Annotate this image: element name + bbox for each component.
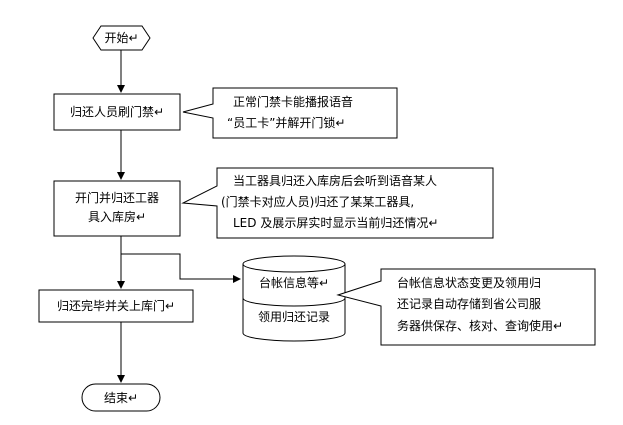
end-label: 结束↵ [103, 391, 139, 405]
end-terminator [81, 383, 161, 412]
step2-label-line2: 具入库房↵ [87, 210, 147, 224]
callout-1-line1: 正常门禁卡能播报语音 [233, 95, 354, 109]
callout-3-line3: 务器供保存、核对、查询使用↵ [397, 319, 564, 333]
callout-2-shape [181, 167, 494, 239]
step3-label: 归还完毕并关上库门↵ [56, 299, 176, 313]
callout-3-line1: 台帐信息状态变更及领用归 [397, 276, 542, 290]
database-label-records: 领用归还记录 [257, 310, 330, 324]
start-terminator [92, 25, 151, 51]
arrow-branch-to-database [121, 253, 241, 283]
callout-1-line2: “员工卡”并解开门锁↵ [227, 116, 346, 130]
callout-1-shape [182, 87, 398, 139]
database-cylinder [242, 255, 346, 342]
callout-2-line3: LED 及展示屏实时显示当前归还情况↵ [233, 216, 439, 230]
step1-box [53, 93, 181, 131]
callout-3-shape [336, 268, 596, 346]
database-label-ledger: 台帐信息等↵ [258, 276, 330, 290]
step3-box [38, 289, 194, 323]
callout-2-line1: 当工器具归还入库房后会听到语音某人 [233, 174, 438, 188]
step2-label-line1: 开门并归还工器 [74, 191, 159, 205]
callout-2-line2: (门禁卡对应人员)归还了某某工器具, [221, 195, 415, 209]
callout-3-line2: 还记录自动存储到省公司服 [397, 297, 542, 311]
step1-label: 归还人员刷门禁↵ [69, 105, 165, 119]
start-label: 开始↵ [104, 31, 139, 45]
step2-box [53, 180, 181, 237]
